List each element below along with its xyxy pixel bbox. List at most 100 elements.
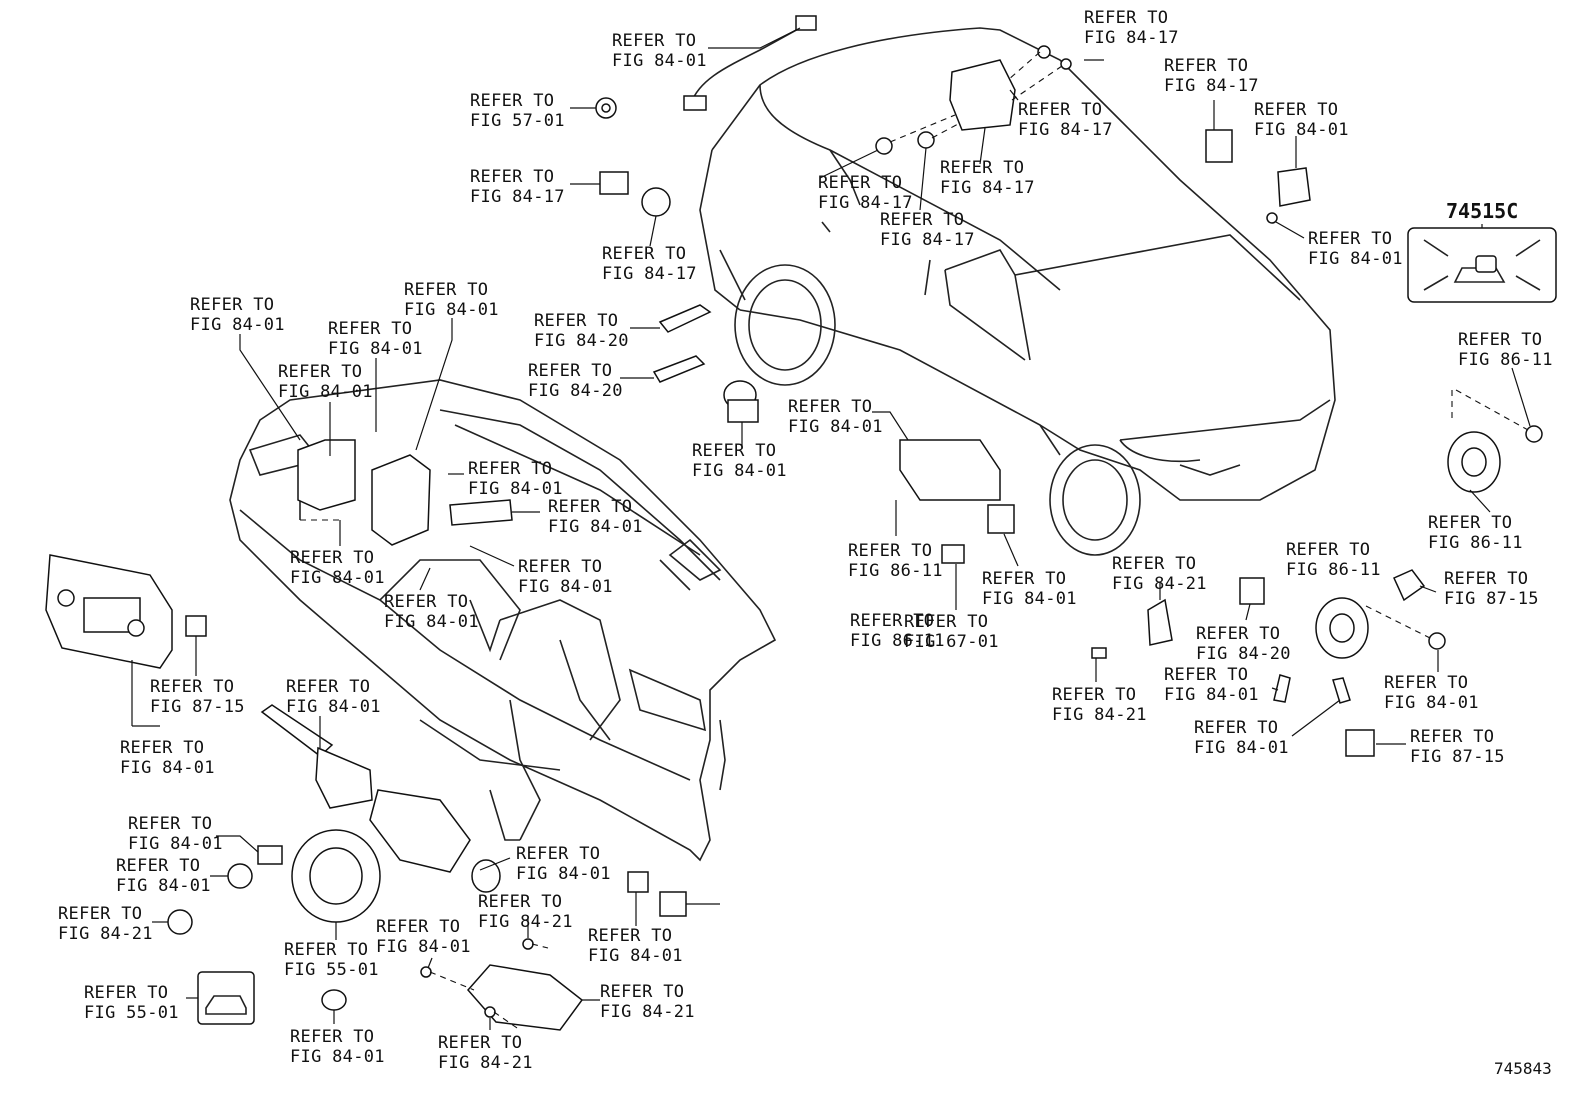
callout-refer-to-text: REFER TO <box>818 173 902 193</box>
callout-fig-text: FIG 84-20 <box>1196 644 1291 664</box>
callout-fig-text: FIG 84-01 <box>1254 120 1349 140</box>
callout-fig-text: FIG 84-01 <box>982 589 1077 609</box>
callout-fig-text: FIG 84-01 <box>548 517 643 537</box>
callout-fig-text: FIG 84-01 <box>788 417 883 437</box>
callout-fig-text: FIG 86-11 <box>1458 350 1553 370</box>
callout-fig-text: FIG 84-01 <box>376 937 471 957</box>
callout-refer-to-text: REFER TO <box>1308 229 1392 249</box>
callout-refer-to-text: REFER TO <box>286 677 370 697</box>
callout-refer-to-text: REFER TO <box>290 1027 374 1047</box>
callout-fig-text: FIG 67-01 <box>904 632 999 652</box>
callout-fig-text: FIG 84-01 <box>468 479 563 499</box>
callout-fig-text: FIG 84-17 <box>1084 28 1179 48</box>
callout-fig-text: FIG 84-17 <box>1018 120 1113 140</box>
callout-fig-text: FIG 84-01 <box>1164 685 1259 705</box>
callout-refer-to-text: REFER TO <box>1164 56 1248 76</box>
callout-refer-to-text: REFER TO <box>128 814 212 834</box>
callout-refer-to-text: REFER TO <box>404 280 488 300</box>
callout-refer-to-text: REFER TO <box>468 459 552 479</box>
callout-refer-to-text: REFER TO <box>1018 100 1102 120</box>
callout-refer-to-text: REFER TO <box>438 1033 522 1053</box>
callout-refer-to-text: REFER TO <box>982 569 1066 589</box>
callout-refer-to-text: REFER TO <box>1428 513 1512 533</box>
callout-fig-text: FIG 84-01 <box>286 697 381 717</box>
callout-fig-text: FIG 84-20 <box>528 381 623 401</box>
callout-refer-to-text: REFER TO <box>1444 569 1528 589</box>
callout-refer-to-text: REFER TO <box>1112 554 1196 574</box>
callout-fig-text: FIG 84-21 <box>58 924 153 944</box>
callout-fig-text: FIG 57-01 <box>470 111 565 131</box>
callout-refer-to-text: REFER TO <box>528 361 612 381</box>
callout-refer-to-text: REFER TO <box>1194 718 1278 738</box>
callout-fig-text: FIG 84-01 <box>120 758 215 778</box>
callout-fig-text: FIG 84-01 <box>290 1047 385 1067</box>
callout-fig-text: FIG 84-01 <box>588 946 683 966</box>
callout-fig-text: FIG 84-21 <box>600 1002 695 1022</box>
callout-refer-to-text: REFER TO <box>1052 685 1136 705</box>
callout-refer-to-text: REFER TO <box>328 319 412 339</box>
leader-lines <box>131 27 1531 1030</box>
callout-fig-text: FIG 86-11 <box>1428 533 1523 553</box>
callout-refer-to-text: REFER TO <box>518 557 602 577</box>
callout-refer-to-text: REFER TO <box>150 677 234 697</box>
callout-fig-text: FIG 87-15 <box>1444 589 1539 609</box>
callout-refer-to-text: REFER TO <box>692 441 776 461</box>
callout-refer-to-text: REFER TO <box>1196 624 1280 644</box>
